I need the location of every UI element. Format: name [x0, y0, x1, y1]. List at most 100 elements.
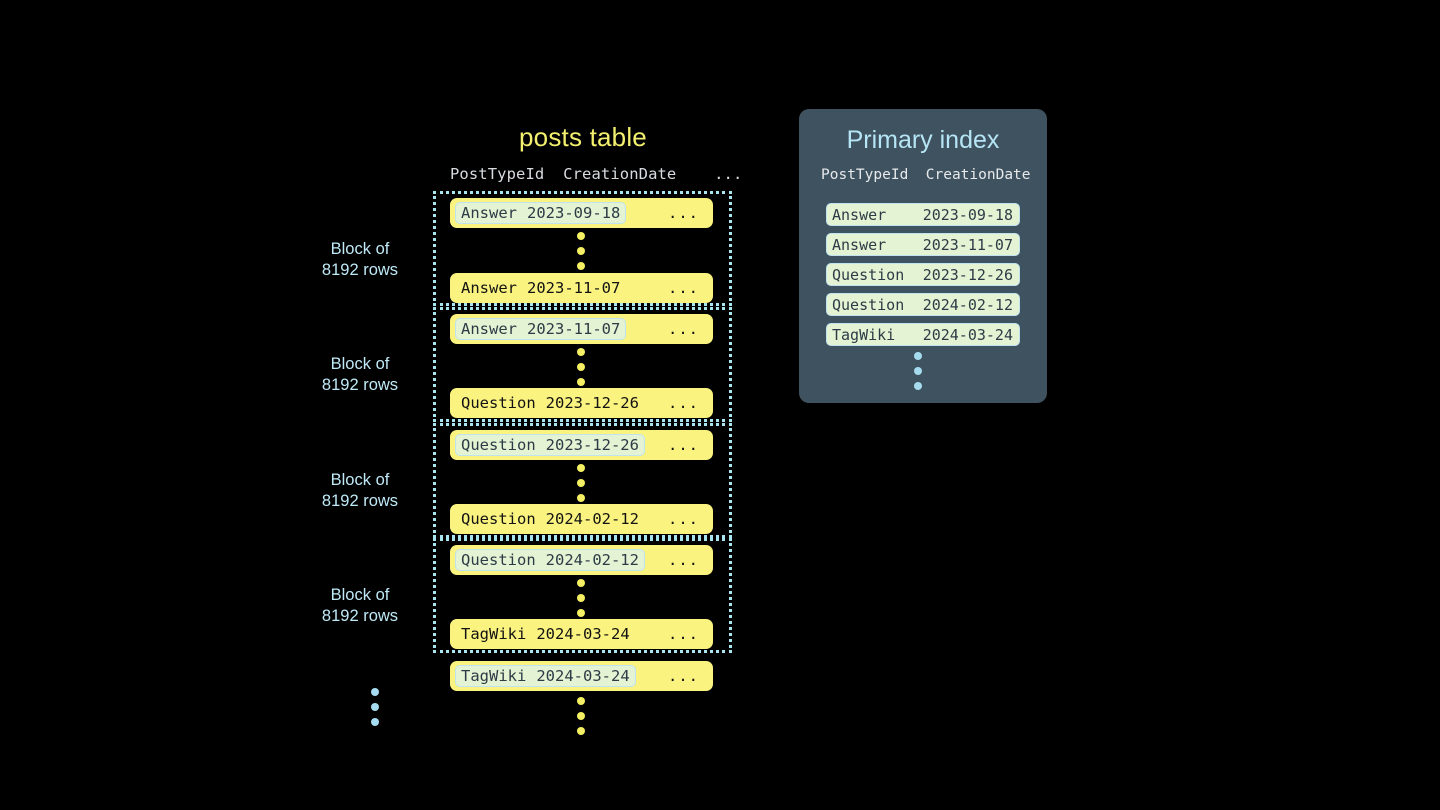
row-cells: Question 2023-12-26 [455, 434, 645, 456]
cell-creation-date: 2023-11-07 [527, 279, 621, 297]
dot [577, 262, 585, 270]
cell-more-ellipsis: ... [668, 320, 699, 338]
cell-creation-date: 2024-02-12 [545, 510, 639, 528]
index-row: Answer 2023-11-07 [826, 233, 1020, 256]
cell-more-ellipsis: ... [668, 510, 699, 528]
cell-more-ellipsis: ... [668, 551, 699, 569]
dot [577, 232, 585, 240]
table-row: Question 2023-12-26 ... [450, 430, 713, 460]
table-row: Question 2024-02-12 ... [450, 504, 713, 534]
cell-post-type-id: Question [461, 551, 536, 569]
index-continuation-dots [914, 352, 922, 390]
cell-creation-date: 2024-03-24 [536, 667, 630, 685]
cell-more-ellipsis: ... [668, 279, 699, 297]
block-label-3-line1: Block of [330, 471, 390, 489]
row-cells: Question 2024-02-12 [455, 549, 645, 571]
dot [577, 609, 585, 617]
row-cells: TagWiki 2024-03-24 [455, 665, 636, 687]
cell-post-type-id: TagWiki [461, 667, 527, 685]
cell-creation-date: 2023-09-18 [922, 205, 1013, 224]
cell-more-ellipsis: ... [668, 667, 699, 685]
dot [577, 464, 585, 472]
cell-post-type-id: Question [461, 436, 536, 454]
cell-post-type-id: Question [461, 510, 536, 528]
table-continuation-dots [577, 697, 585, 735]
dot [371, 703, 379, 711]
dot [577, 579, 585, 587]
cell-creation-date: 2024-03-24 [536, 625, 630, 643]
cell-creation-date: 2023-11-07 [922, 235, 1013, 254]
block-label-3-line2: 8192 rows [321, 492, 399, 510]
block-label-4: Block of 8192 rows [300, 585, 420, 627]
cell-creation-date: 2023-12-26 [922, 265, 1013, 284]
index-row: Question 2023-12-26 [826, 263, 1020, 286]
cell-post-type-id: TagWiki [461, 625, 527, 643]
dot [577, 727, 585, 735]
dot [577, 479, 585, 487]
block-group-4 [433, 538, 732, 653]
dot [577, 348, 585, 356]
dot [577, 697, 585, 705]
cell-post-type-id: Answer [832, 235, 887, 254]
cell-creation-date: 2024-02-12 [545, 551, 639, 569]
primary-index-title: Primary index [846, 126, 1000, 154]
dot [577, 247, 585, 255]
row-continuation-dots [577, 579, 585, 617]
table-row: TagWiki 2024-03-24 ... [450, 619, 713, 649]
block-continuation-dots [371, 688, 379, 726]
cell-creation-date: 2024-02-12 [922, 295, 1013, 314]
dot [914, 352, 922, 360]
block-label-2-line1: Block of [330, 355, 390, 373]
cell-post-type-id: Answer [461, 279, 517, 297]
index-row: Question 2024-02-12 [826, 293, 1020, 316]
block-label-3: Block of 8192 rows [300, 470, 420, 512]
dot [577, 378, 585, 386]
cell-creation-date: 2023-09-18 [527, 204, 621, 222]
row-cells: TagWiki 2024-03-24 [455, 623, 636, 645]
index-row: Answer 2023-09-18 [826, 203, 1020, 226]
row-continuation-dots [577, 232, 585, 270]
cell-more-ellipsis: ... [668, 204, 699, 222]
dot [914, 382, 922, 390]
dot [371, 688, 379, 696]
table-row: Answer 2023-11-07 ... [450, 273, 713, 303]
row-continuation-dots [577, 464, 585, 502]
posts-table-title: posts table [519, 122, 647, 152]
primary-index-panel: Primary index PostTypeId CreationDate [799, 109, 1047, 403]
cell-post-type-id: Question [461, 394, 536, 412]
cell-creation-date: 2023-12-26 [545, 436, 639, 454]
cell-post-type-id: Question [832, 265, 905, 284]
posts-table-column-headers: PostTypeId CreationDate ... [450, 165, 743, 183]
cell-creation-date: 2024-03-24 [922, 325, 1013, 344]
cell-post-type-id: Answer [461, 320, 517, 338]
block-label-1-line1: Block of [330, 240, 390, 258]
cell-creation-date: 2023-12-26 [545, 394, 639, 412]
cell-post-type-id: Answer [832, 205, 887, 224]
cell-more-ellipsis: ... [668, 625, 699, 643]
block-label-4-line2: 8192 rows [321, 607, 399, 625]
block-label-1-line2: 8192 rows [321, 261, 399, 279]
block-label-2-line2: 8192 rows [321, 376, 399, 394]
dot [577, 712, 585, 720]
index-row: TagWiki 2024-03-24 [826, 323, 1020, 346]
block-label-1: Block of 8192 rows [300, 239, 420, 281]
row-cells: Question 2023-12-26 [455, 392, 645, 414]
table-row: Question 2024-02-12 ... [450, 545, 713, 575]
row-continuation-dots [577, 348, 585, 386]
block-group-3 [433, 423, 732, 538]
block-label-2: Block of 8192 rows [300, 354, 420, 396]
dot [577, 363, 585, 371]
cell-more-ellipsis: ... [668, 436, 699, 454]
row-cells: Question 2024-02-12 [455, 508, 645, 530]
dot [371, 718, 379, 726]
block-group-2 [433, 307, 732, 422]
dot [577, 494, 585, 502]
primary-index-column-headers: PostTypeId CreationDate [821, 167, 1031, 183]
cell-post-type-id: TagWiki [832, 325, 896, 344]
table-row-trailing: TagWiki 2024-03-24 ... [450, 661, 713, 691]
